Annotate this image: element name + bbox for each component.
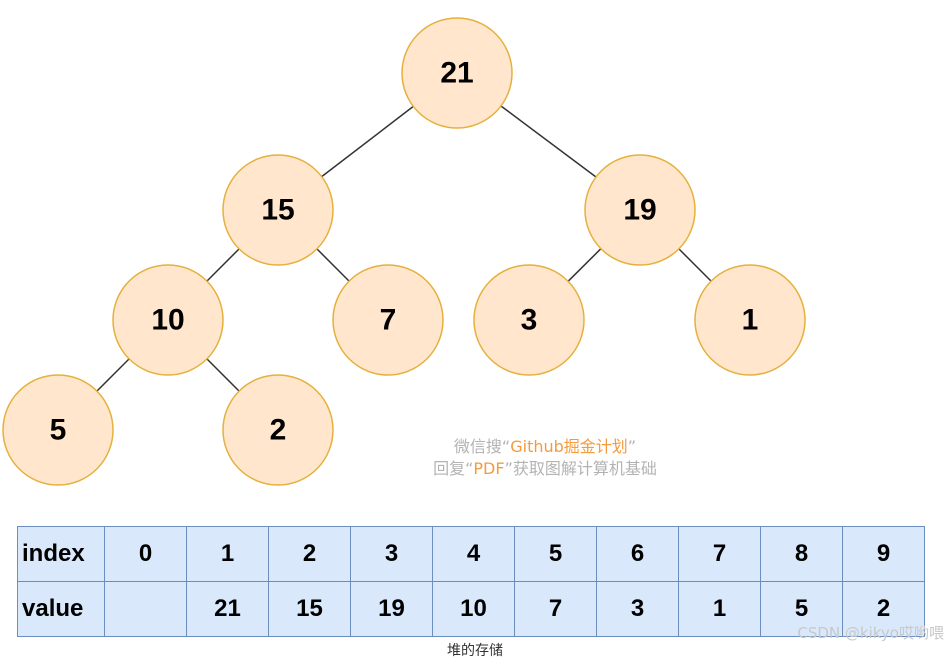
tree-node: 21 <box>401 17 513 129</box>
index-row: index 0 1 2 3 4 5 6 7 8 9 <box>17 526 925 582</box>
tree-node: 19 <box>584 154 696 266</box>
tree-node-value: 3 <box>521 304 538 337</box>
tree-node-value: 5 <box>50 414 67 447</box>
heap-array-table: index 0 1 2 3 4 5 6 7 8 9 value 21 15 19… <box>17 526 925 637</box>
index-cell: 6 <box>596 526 679 582</box>
tree-node-value: 2 <box>270 414 287 447</box>
value-row-header: value <box>17 581 105 637</box>
tree-node-circle <box>2 374 114 486</box>
tree-edge <box>321 105 414 178</box>
tree-node-circle <box>222 374 334 486</box>
tree-node: 5 <box>2 374 114 486</box>
tree-node-value: 21 <box>440 57 473 90</box>
watermark-line-2-highlight: PDF <box>473 459 505 478</box>
tree-node-circle <box>401 17 513 129</box>
watermark-line-2-suffix: ”获取图解计算机基础 <box>504 459 657 478</box>
tree-node-value: 15 <box>261 194 294 227</box>
watermark-text: 微信搜“Github掘金计划” 回复“PDF”获取图解计算机基础 <box>380 436 710 480</box>
index-cell: 5 <box>514 526 597 582</box>
tree-node-circle <box>112 264 224 376</box>
index-cell: 1 <box>186 526 269 582</box>
tree-edge <box>96 358 130 392</box>
value-cell: 7 <box>514 581 597 637</box>
tree-node: 7 <box>332 264 444 376</box>
watermark-line-2-prefix: 回复“ <box>433 459 474 478</box>
tree-node: 3 <box>473 264 585 376</box>
value-cell: 1 <box>678 581 761 637</box>
index-cell: 7 <box>678 526 761 582</box>
tree-edge <box>500 105 597 178</box>
value-cell: 19 <box>350 581 433 637</box>
index-cell: 2 <box>268 526 351 582</box>
value-cell: 3 <box>596 581 679 637</box>
value-cell: 21 <box>186 581 269 637</box>
value-cell: 5 <box>760 581 843 637</box>
tree-node-circle <box>694 264 806 376</box>
index-cell: 4 <box>432 526 515 582</box>
index-cell: 8 <box>760 526 843 582</box>
tree-node: 15 <box>222 154 334 266</box>
value-cell: 15 <box>268 581 351 637</box>
tree-edge <box>206 248 240 282</box>
tree-node-value: 1 <box>742 304 759 337</box>
tree-node-circle <box>332 264 444 376</box>
index-cell: 0 <box>104 526 187 582</box>
tree-edges <box>96 105 712 392</box>
tree-node-value: 7 <box>380 304 397 337</box>
tree-node-circle <box>473 264 585 376</box>
watermark-line-1-prefix: 微信搜“ <box>453 437 511 456</box>
watermark-line-1-highlight: Github掘金计划 <box>510 437 628 456</box>
value-cell: 10 <box>432 581 515 637</box>
tree-node: 1 <box>694 264 806 376</box>
tree-node-value: 19 <box>623 194 656 227</box>
tree-node-circle <box>584 154 696 266</box>
watermark-line-2: 回复“PDF”获取图解计算机基础 <box>380 458 710 480</box>
tree-node-value: 10 <box>151 304 184 337</box>
index-row-header: index <box>17 526 105 582</box>
value-cell: 2 <box>842 581 925 637</box>
figure-caption: 堆的存储 <box>447 643 503 659</box>
tree-edge <box>206 358 240 392</box>
watermark-line-1: 微信搜“Github掘金计划” <box>380 436 710 458</box>
csdn-credit: CSDN @kikyo哎哟喂 <box>797 624 944 642</box>
value-row: value 21 15 19 10 7 3 1 5 2 <box>17 581 925 637</box>
tree-edge <box>316 248 350 282</box>
tree-edge <box>678 248 712 282</box>
index-cell: 3 <box>350 526 433 582</box>
value-cell <box>104 581 187 637</box>
tree-node: 2 <box>222 374 334 486</box>
index-cell: 9 <box>842 526 925 582</box>
tree-node: 10 <box>112 264 224 376</box>
tree-edge <box>567 248 602 282</box>
tree-node-circle <box>222 154 334 266</box>
watermark-line-1-suffix: ” <box>627 437 637 456</box>
